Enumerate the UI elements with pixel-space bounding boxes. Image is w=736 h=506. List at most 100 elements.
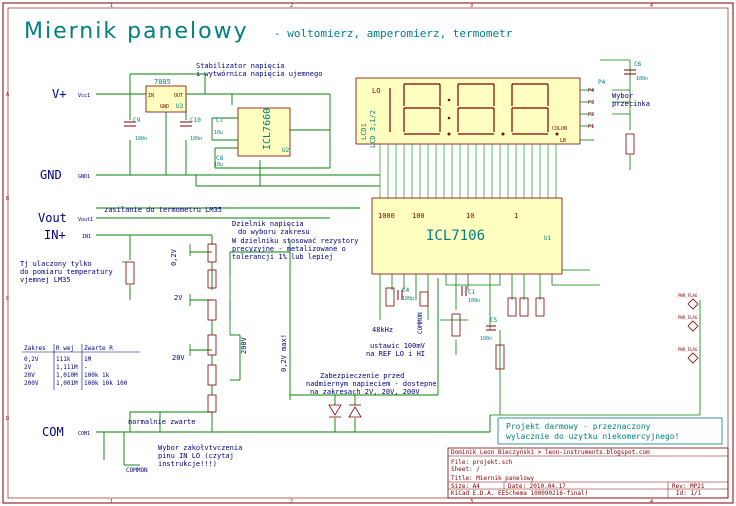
svg-text:LO: LO [372, 87, 380, 95]
svg-text:Projekt darmowy - przeznaczony: Projekt darmowy - przeznaczony [506, 422, 651, 431]
titleblock-author: Dominik Leon Bieczyński > leon-instrumen… [451, 449, 650, 456]
svg-text:100: 100 [412, 212, 425, 220]
note-stabilizer-1: Stabilizator napięcia [196, 62, 285, 70]
divider-switches [122, 244, 231, 356]
svg-text:D: D [6, 416, 9, 422]
range-table-cell: 1M [84, 356, 92, 363]
note-protection-1: Zabezpieczenie przed [320, 372, 404, 380]
title-block: Dominik Leon Bieczyński > leon-instrumen… [447, 447, 729, 499]
svg-text:wylacznie do uzytku niekomercy: wylacznie do uzytku niekomercyjnego! [506, 432, 679, 441]
range-table-cell: 200V [24, 380, 39, 387]
page-title: Miernik panelowy [24, 19, 249, 44]
range-table-header: Zakres [24, 345, 46, 352]
note-lm35-only-1: Tj ulaczony tylko [20, 260, 92, 268]
note-selector-3: instrukcje!!!) [158, 460, 217, 468]
svg-text:LCD 3,1/2: LCD 3,1/2 [369, 110, 377, 148]
range-table-cell: 0,2V [24, 356, 39, 363]
titleblock-date: Date: 2010.04.17 [508, 483, 566, 490]
svg-text:1: 1 [110, 3, 113, 9]
resistor-dp [625, 133, 635, 155]
svg-text:GND: GND [160, 104, 169, 110]
svg-text:U1: U1 [544, 235, 552, 242]
range-table-cell: 1,111M [56, 364, 78, 371]
note-decimal-point-2: przecinka [612, 100, 650, 108]
note-max-voltage: 0,2V max! [280, 334, 288, 372]
range-label-20v: 20V [172, 354, 185, 362]
svg-text:LCD1: LCD1 [360, 123, 368, 140]
page-subtitle: - woltomierz, amperomierz, termometr [274, 27, 513, 40]
cap-c4-ref: C4 [402, 287, 410, 294]
note-osc: 48kHz [372, 326, 393, 334]
svg-text:U2: U2 [282, 147, 290, 154]
cap-c6 [624, 69, 636, 75]
note-divider-5: tolerancji 1% lub lepiej [232, 253, 333, 261]
svg-text:P1: P1 [588, 124, 594, 130]
pwr-flag-2: PWR_FLAG [678, 315, 698, 320]
svg-text:7805: 7805 [154, 78, 171, 86]
cap-c6-ref: C6 [634, 61, 642, 68]
port-inplus: IN+ [44, 228, 66, 242]
cap-c1-ref: C1 [468, 289, 476, 296]
svg-text:LB: LB [560, 138, 566, 144]
range-table-cell: 100k 10k 100 [84, 380, 128, 387]
icl7106-caps [397, 286, 496, 331]
range-label-200v: 200V [240, 336, 248, 354]
cap-c5-ref: C5 [490, 317, 498, 324]
svg-text:U3: U3 [176, 103, 184, 110]
svg-text:4: 4 [650, 499, 653, 505]
cap-c10 [180, 121, 192, 127]
lcd-display: LCD1 LCD 3,1/2 LO [355, 77, 581, 148]
note-divider-2: do wyboru zakresu [238, 228, 310, 236]
note-lm35-only-2: do pomiaru temperatury [20, 268, 113, 276]
svg-text:P4: P4 [598, 79, 606, 86]
note-protection-3: na zakresach 2V, 20V, 200V [310, 388, 420, 396]
svg-text:2: 2 [290, 3, 293, 9]
cap-c7-ref: C7 [216, 117, 224, 124]
port-labels: V+ Vcc1 GND GND1 Vout Vout1 IN+ IN1 COM … [38, 87, 93, 439]
power-section [96, 73, 491, 466]
port-vplus-pin: Vcc1 [78, 93, 90, 99]
svg-text:A: A [6, 92, 9, 98]
svg-text:4: 4 [650, 3, 653, 9]
titleblock-id: Id: 1/1 [676, 490, 702, 497]
note-selector-1: Wybor zakołvtvczenia [158, 444, 242, 452]
note-divider-3: W dzielniku stosować rezystory [232, 237, 358, 245]
svg-text:3: 3 [470, 499, 473, 505]
svg-text:1000: 1000 [378, 212, 395, 220]
titleblock-sheet: Sheet: / [451, 466, 480, 473]
range-table-cell: 2V [24, 364, 32, 371]
svg-text:ICL7660: ICL7660 [262, 108, 273, 150]
cap-c6-val: 100n [636, 76, 648, 82]
range-table-cell: 100k 1k [84, 372, 110, 379]
port-com: COM [42, 425, 64, 439]
cap-c5-val: 100n [480, 336, 492, 342]
pwr-flag-3: PWR_FLAG [678, 347, 698, 352]
range-table-cell: 20V [24, 372, 35, 379]
svg-text:IN: IN [148, 93, 154, 99]
cap-c9-ref: C9 [133, 117, 141, 124]
svg-text:1: 1 [110, 499, 113, 505]
decimal-point-selector [580, 59, 631, 170]
note-ref-1: ustawic 100mV [370, 342, 426, 350]
cap-c9 [124, 121, 136, 127]
range-table-cell: 1,001M [56, 380, 78, 387]
note-divider-1: Dzielnik napięcia [232, 220, 304, 228]
svg-text:P4: P4 [588, 88, 594, 94]
note-stabilizer-2: i wytwórnica napięcia ujemnego [196, 70, 322, 78]
port-com-pin: COM1 [78, 431, 90, 437]
cap-c8-val: 10u [214, 162, 223, 168]
note-common-2: COMMON [126, 467, 148, 474]
note-selector-2: pinu IN LO (czytaj [158, 452, 234, 460]
cap-c4-val: 100p [402, 296, 414, 302]
titleblock-size: Size: A4 [451, 483, 480, 490]
cap-c10-ref: C10 [190, 117, 201, 124]
cap-c7-val: 10u [214, 130, 223, 136]
port-vplus: V+ [52, 87, 66, 101]
note-common-1: COMMON [417, 312, 424, 334]
lcd-pin-wires [379, 144, 557, 198]
cap-c1-val: 100n [468, 298, 480, 304]
port-vout: Vout [38, 211, 67, 225]
